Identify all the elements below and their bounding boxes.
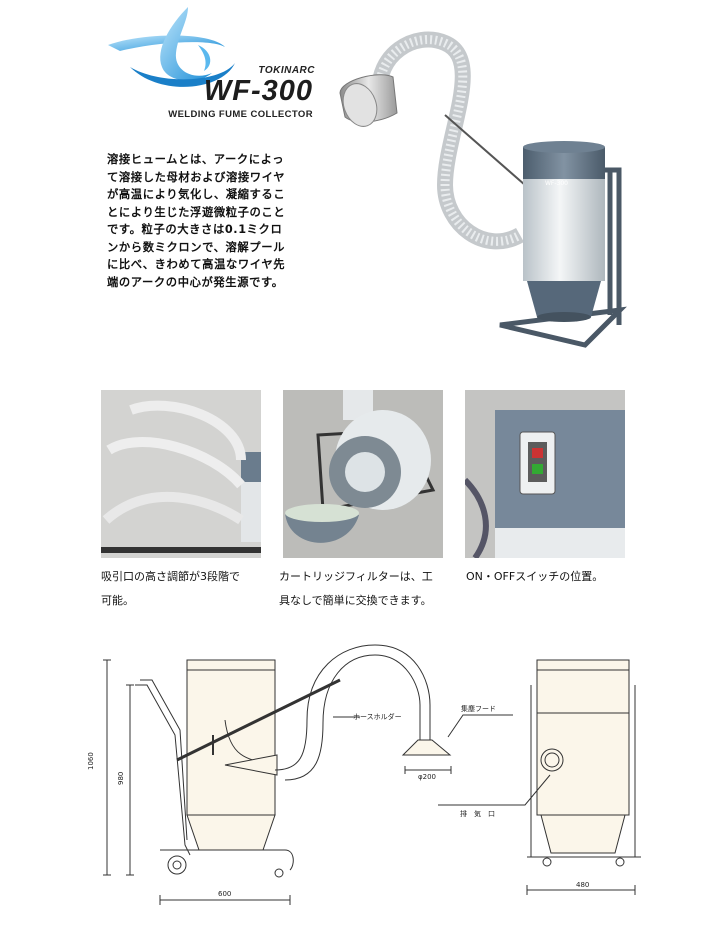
caption-line: 具なしで簡単に交換できます。 [279,594,432,607]
photo-cartridge-filter [283,390,443,558]
intro-line: ンから数ミクロンで、溶解プール [107,240,286,254]
dim-height-total: 1060 [87,752,95,770]
dim-width-side: 600 [218,890,231,898]
model-name: WF-300 [203,75,313,107]
caption-line: ON・OFFスイッチの位置。 [466,570,604,583]
technical-drawing: 1060 980 600 φ200 480 ホースホルダー 集塵フード 排 気 … [85,625,685,925]
photo-inlet-height [101,390,261,558]
intro-line: て溶接した母材および溶接ワイヤ [107,170,286,184]
intro-text: 溶接ヒュームとは、アークによっ て溶接した母材および溶接ワイヤ が高温により気化… [107,151,317,291]
logo: TOKINARC WF-300 WELDING FUME COLLECTOR [100,5,315,120]
intro-line: に比べ、きわめて高温なワイヤ先 [107,258,286,271]
intro-line: 溶接ヒュームとは、アークによっ [107,153,285,166]
intro-line: です。粒子の大きさは0.1ミクロ [107,223,283,236]
caption-line: 吸引口の高さ調節が3段階で [101,570,240,583]
caption-inlet-height: 吸引口の高さ調節が3段階で 可能。 [101,565,240,613]
tagline: WELDING FUME COLLECTOR [168,109,313,120]
logo-swirl-icon [108,7,235,87]
caption-on-off-switch: ON・OFFスイッチの位置。 [466,565,603,589]
caption-cartridge-filter: カートリッジフィルターは、工 具なしで簡単に交換できます。 [279,565,433,613]
dim-hood-diameter: φ200 [418,773,436,781]
intro-line: が高温により気化し、凝縮するこ [107,188,286,201]
dim-width-front: 480 [576,881,589,889]
intro-line: 端のアークの中心が発生源です。 [107,275,284,289]
product-photo-label: WF-300 [545,180,568,187]
caption-line: 可能。 [101,594,134,607]
dim-height-body: 980 [117,772,125,785]
caption-line: カートリッジフィルターは、工 [279,570,433,583]
intro-line: とにより生じた浮遊微粒子のこと [107,205,286,219]
label-hood: 集塵フード [461,704,496,713]
label-hose-holder: ホースホルダー [353,712,402,721]
brand-name: TOKINARC [258,65,315,76]
product-photo: WF-300 [335,25,635,355]
label-exhaust: 排 気 口 [460,809,495,818]
photo-on-off-switch [465,390,625,558]
